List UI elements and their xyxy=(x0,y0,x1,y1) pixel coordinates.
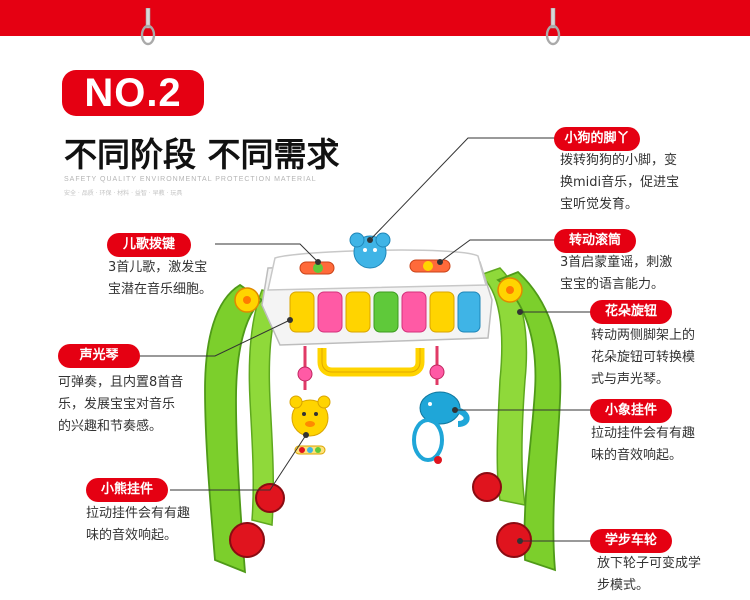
label-walker-wheels: 学步车轮 xyxy=(590,529,672,553)
section-number-badge: NO.2 xyxy=(62,70,204,116)
desc-roller: 3首启蒙童谣，刺激 宝宝的语言能力。 xyxy=(560,252,672,296)
desc-line: 步模式。 xyxy=(597,578,650,593)
desc-walker-wheels: 放下轮子可变成学 步模式。 xyxy=(597,553,701,597)
desc-line: 式与声光琴。 xyxy=(591,372,670,387)
desc-line: 宝潜在音乐细胞。 xyxy=(108,282,213,297)
desc-nursery-keys: 3首儿歌，激发宝 宝潜在音乐细胞。 xyxy=(108,257,212,301)
desc-line: 味的音效响起。 xyxy=(86,528,178,543)
material-tagline: SAFETY QUALITY ENVIRONMENTAL PROTECTION … xyxy=(64,176,317,183)
desc-line: 转动两侧脚架上的 xyxy=(591,328,696,343)
desc-dog-feet: 拨转狗狗的小脚，变 换midi音乐，促进宝 宝听觉发育。 xyxy=(560,150,679,216)
page-title: 不同阶段 不同需求 xyxy=(64,135,340,174)
desc-line: 拉动挂件会有有趣 xyxy=(86,506,191,521)
label-bear-pendant: 小熊挂件 xyxy=(86,478,168,502)
desc-line: 花朵旋钮可转换模 xyxy=(591,350,696,365)
desc-line: 的兴趣和节奏感。 xyxy=(58,419,163,434)
desc-line: 宝听觉发育。 xyxy=(560,197,639,212)
label-roller: 转动滚筒 xyxy=(554,229,636,253)
desc-line: 放下轮子可变成学 xyxy=(597,556,702,571)
desc-piano: 可弹奏，且内置8首音 乐，发展宝宝对音乐 的兴趣和节奏感。 xyxy=(58,372,183,438)
desc-line: 换midi音乐，促进宝 xyxy=(560,175,680,190)
desc-line: 乐，发展宝宝对音乐 xyxy=(58,397,176,412)
label-flower-knob: 花朵旋钮 xyxy=(590,300,672,324)
label-piano: 声光琴 xyxy=(58,344,140,368)
desc-flower-knob: 转动两侧脚架上的 花朵旋钮可转换模 式与声光琴。 xyxy=(591,325,695,391)
label-elephant-pendant: 小象挂件 xyxy=(590,399,672,423)
top-banner-bar xyxy=(0,0,750,36)
desc-line: 3首儿歌，激发宝 xyxy=(108,260,208,275)
desc-line: 拨转狗狗的小脚，变 xyxy=(560,153,678,168)
desc-line: 可弹奏，且内置8首音 xyxy=(58,375,184,390)
desc-line: 3首启蒙童谣，刺激 xyxy=(560,255,673,270)
desc-line: 拉动挂件会有有趣 xyxy=(591,426,696,441)
label-dog-feet: 小狗的脚丫 xyxy=(554,127,640,151)
hanger-hook-icon xyxy=(545,8,561,46)
desc-line: 味的音效响起。 xyxy=(591,448,683,463)
desc-bear-pendant: 拉动挂件会有有趣 味的音效响起。 xyxy=(86,503,190,547)
material-tagline-cn: 安全 · 品质 · 环保 · 材料 · 益智 · 早教 · 玩具 xyxy=(64,190,183,197)
piano-keys xyxy=(289,291,481,333)
hanger-hook-icon xyxy=(140,8,156,46)
label-nursery-keys: 儿歌拨键 xyxy=(107,233,191,257)
desc-line: 宝宝的语言能力。 xyxy=(560,277,665,292)
desc-elephant-pendant: 拉动挂件会有有趣 味的音效响起。 xyxy=(591,423,695,467)
